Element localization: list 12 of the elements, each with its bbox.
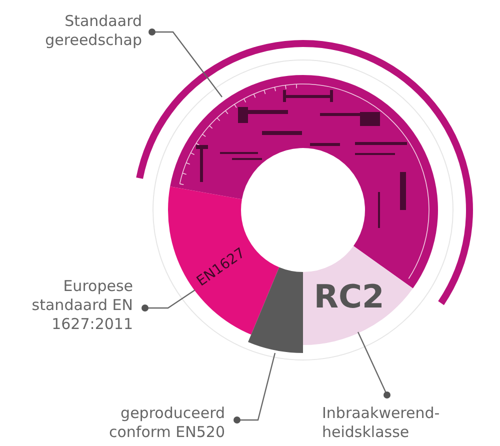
callout-label: Europese standaard EN 1627:2011 [25,277,133,334]
leader-line [357,332,390,398]
callout-label: Standaard gereedschap [20,12,142,50]
segment-label: RC2 [314,278,384,316]
ring-segment [248,267,303,353]
leader-line [148,28,222,98]
ring-segment [168,186,280,335]
leader-line [142,290,196,312]
callout-label: Inbraakwerend- heidsklasse [322,404,472,442]
leader-line [234,352,276,424]
callout-label: geproduceerd conform EN520 [65,404,225,442]
ring-segment [303,246,413,345]
